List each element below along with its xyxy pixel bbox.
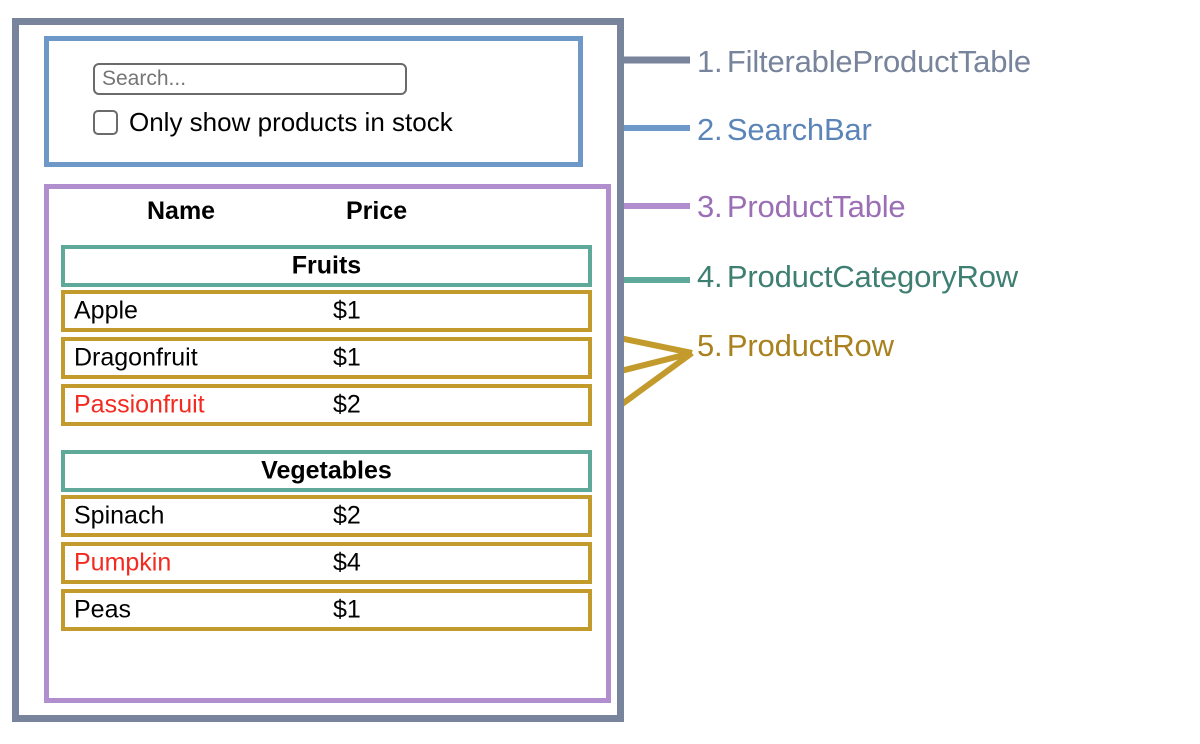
product-row: Passionfruit $2 [61,384,592,426]
legend-item-product-row: 5. ProductRow [697,328,894,364]
in-stock-filter-row[interactable]: Only show products in stock [93,107,453,138]
product-name: Passionfruit [74,390,205,419]
search-bar-container: Only show products in stock [44,36,583,167]
product-price: $2 [333,390,361,419]
product-name: Apple [74,296,138,325]
product-row: Spinach $2 [61,495,592,537]
product-row: Peas $1 [61,589,592,631]
legend-number: 5. [697,328,723,363]
product-price: $1 [333,343,361,372]
search-input[interactable] [93,63,407,95]
legend-item-product-table: 3. ProductTable [697,189,906,225]
product-category-row: Vegetables [61,450,592,492]
table-header-row: Name Price [61,197,581,235]
product-category-row: Fruits [61,245,592,287]
legend-label: SearchBar [726,112,872,147]
legend-item-product-category-row: 4. ProductCategoryRow [697,259,1018,295]
product-price: $1 [333,595,361,624]
product-category-label: Fruits [291,251,362,280]
product-row: Apple $1 [61,290,592,332]
product-name: Dragonfruit [74,343,198,372]
legend-number: 2. [697,112,723,147]
product-table-inner: Name Price Fruits Apple $1 Dragonfruit $… [49,189,606,698]
product-name: Pumpkin [74,548,172,577]
legend-label: ProductCategoryRow [726,259,1018,294]
legend-label: FilterableProductTable [726,44,1031,79]
product-row: Dragonfruit $1 [61,337,592,379]
column-header-price: Price [346,197,408,225]
product-category-label: Vegetables [261,456,392,485]
legend-item-search-bar: 2. SearchBar [697,112,872,148]
in-stock-checkbox-label: Only show products in stock [129,107,453,137]
product-price: $2 [333,501,361,530]
legend-number: 1. [697,44,723,79]
product-row: Pumpkin $4 [61,542,592,584]
legend-number: 3. [697,189,723,224]
product-price: $1 [333,296,361,325]
product-name: Peas [74,595,131,624]
in-stock-checkbox[interactable] [93,110,118,135]
legend-item-filterable-product-table: 1. FilterableProductTable [697,44,1031,80]
legend-label: ProductTable [726,189,906,224]
product-price: $4 [333,548,361,577]
product-table-container: Name Price Fruits Apple $1 Dragonfruit $… [44,184,611,703]
product-name: Spinach [74,501,165,530]
legend-number: 4. [697,259,723,294]
legend-label: ProductRow [726,328,894,363]
column-header-name: Name [147,197,216,225]
